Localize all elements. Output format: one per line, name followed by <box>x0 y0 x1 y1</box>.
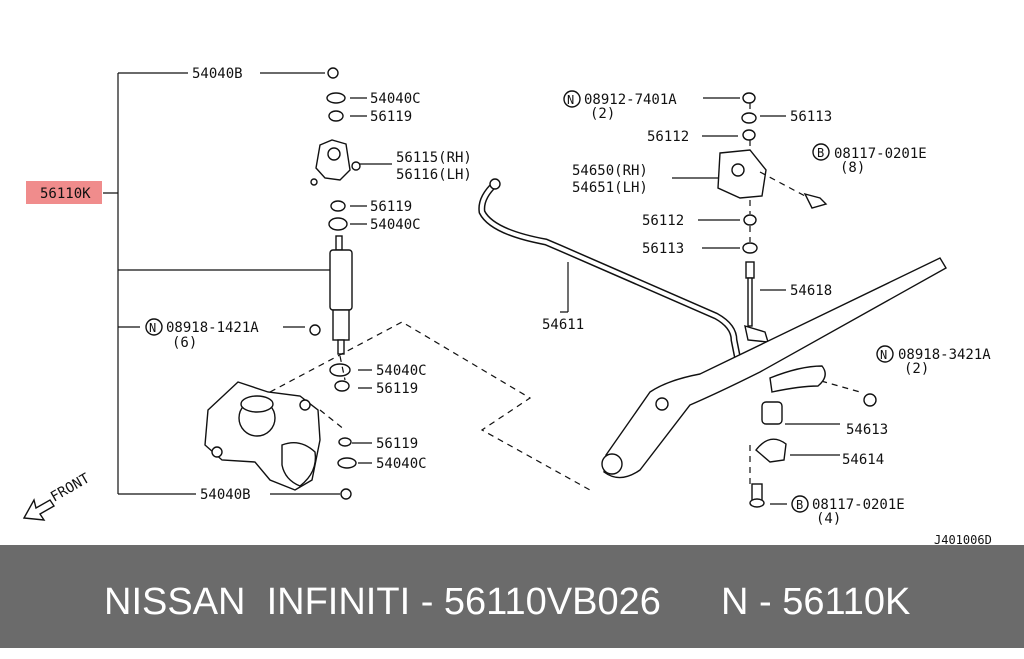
callout-54040b-top: 54040B <box>192 66 243 82</box>
svg-text:B: B <box>817 146 824 160</box>
callout-08918-1421a: 08918-1421A <box>166 320 259 336</box>
svg-text:B: B <box>796 498 803 512</box>
svg-text:N: N <box>149 321 156 335</box>
svg-text:N: N <box>567 93 574 107</box>
leader-lines-left <box>260 72 392 495</box>
dashed-assembly-outline <box>269 321 591 491</box>
lower-control-arm <box>603 257 947 479</box>
highlight-box <box>26 181 102 204</box>
callout-08912-7401a: 08912-7401A <box>584 92 677 108</box>
diagram-code: J401006D <box>934 533 992 545</box>
callout-56119-3: 56119 <box>376 381 418 397</box>
callout-54040c-2: 54040C <box>370 217 421 233</box>
callout-08117-0201e-bottom: 08117-0201E <box>812 497 905 513</box>
callout-56119-2: 56119 <box>370 199 412 215</box>
callout-08117-0201e-bottom-qty: (4) <box>816 511 841 527</box>
callout-08918-1421a-qty: (6) <box>172 335 197 351</box>
parts-diagram: 56110K <box>22 66 992 545</box>
bracket-line <box>103 72 330 495</box>
callout-54040c-3: 54040C <box>376 363 427 379</box>
callout-54618: 54618 <box>790 283 832 299</box>
callout-54651: 54651(LH) <box>572 180 648 196</box>
callout-54650: 54650(RH) <box>572 163 648 179</box>
callout-08918-3421a: 08918-3421A <box>898 347 991 363</box>
callout-56119-4: 56119 <box>376 436 418 452</box>
marker-b-1: B <box>812 143 830 161</box>
marker-n-3: N <box>876 345 894 363</box>
callout-54611: 54611 <box>542 317 584 333</box>
callout-08912-7401a-qty: (2) <box>590 106 615 122</box>
callout-56110k: 56110K <box>40 186 91 202</box>
callout-56116: 56116(LH) <box>396 167 472 183</box>
caption-cross-reference: N - 56110K <box>721 581 911 623</box>
stabilizer-bar <box>478 181 742 361</box>
callout-56112-2: 56112 <box>642 213 684 229</box>
callout-08117-0201e-top-qty: (8) <box>840 160 865 176</box>
callout-08918-3421a-qty: (2) <box>904 361 929 377</box>
svg-text:N: N <box>880 348 887 362</box>
marker-n-2: N <box>145 318 163 336</box>
marker-b-2: B <box>791 495 809 513</box>
callout-54040b-bottom: 54040B <box>200 487 251 503</box>
callout-54040c-4: 54040C <box>376 456 427 472</box>
callout-56113-1: 56113 <box>790 109 832 125</box>
front-arrow-icon <box>22 498 55 521</box>
stabilizer-bar-inner <box>479 182 740 361</box>
callout-56119-1: 56119 <box>370 109 412 125</box>
callout-54040c-1: 54040C <box>370 91 421 107</box>
marker-n-1: N <box>563 90 581 108</box>
caption-brand-part: NISSAN INFINITI - 56110VB026 <box>104 581 661 623</box>
callout-56115: 56115(RH) <box>396 150 472 166</box>
bracket-assembly-right <box>717 92 828 343</box>
callout-54614: 54614 <box>842 452 884 468</box>
callout-56113-2: 56113 <box>642 241 684 257</box>
callout-08117-0201e-top: 08117-0201E <box>834 146 927 162</box>
caption-bar: NISSAN INFINITI - 56110VB026 N - 56110K <box>0 545 1024 648</box>
leader-lines-right <box>672 97 840 505</box>
callout-54613: 54613 <box>846 422 888 438</box>
front-label: FRONT <box>48 470 93 505</box>
dashed-bolt-line <box>749 103 861 485</box>
callout-56112-1: 56112 <box>647 129 689 145</box>
shock-absorber-assembly <box>204 67 361 500</box>
bushing-assembly <box>749 393 877 508</box>
